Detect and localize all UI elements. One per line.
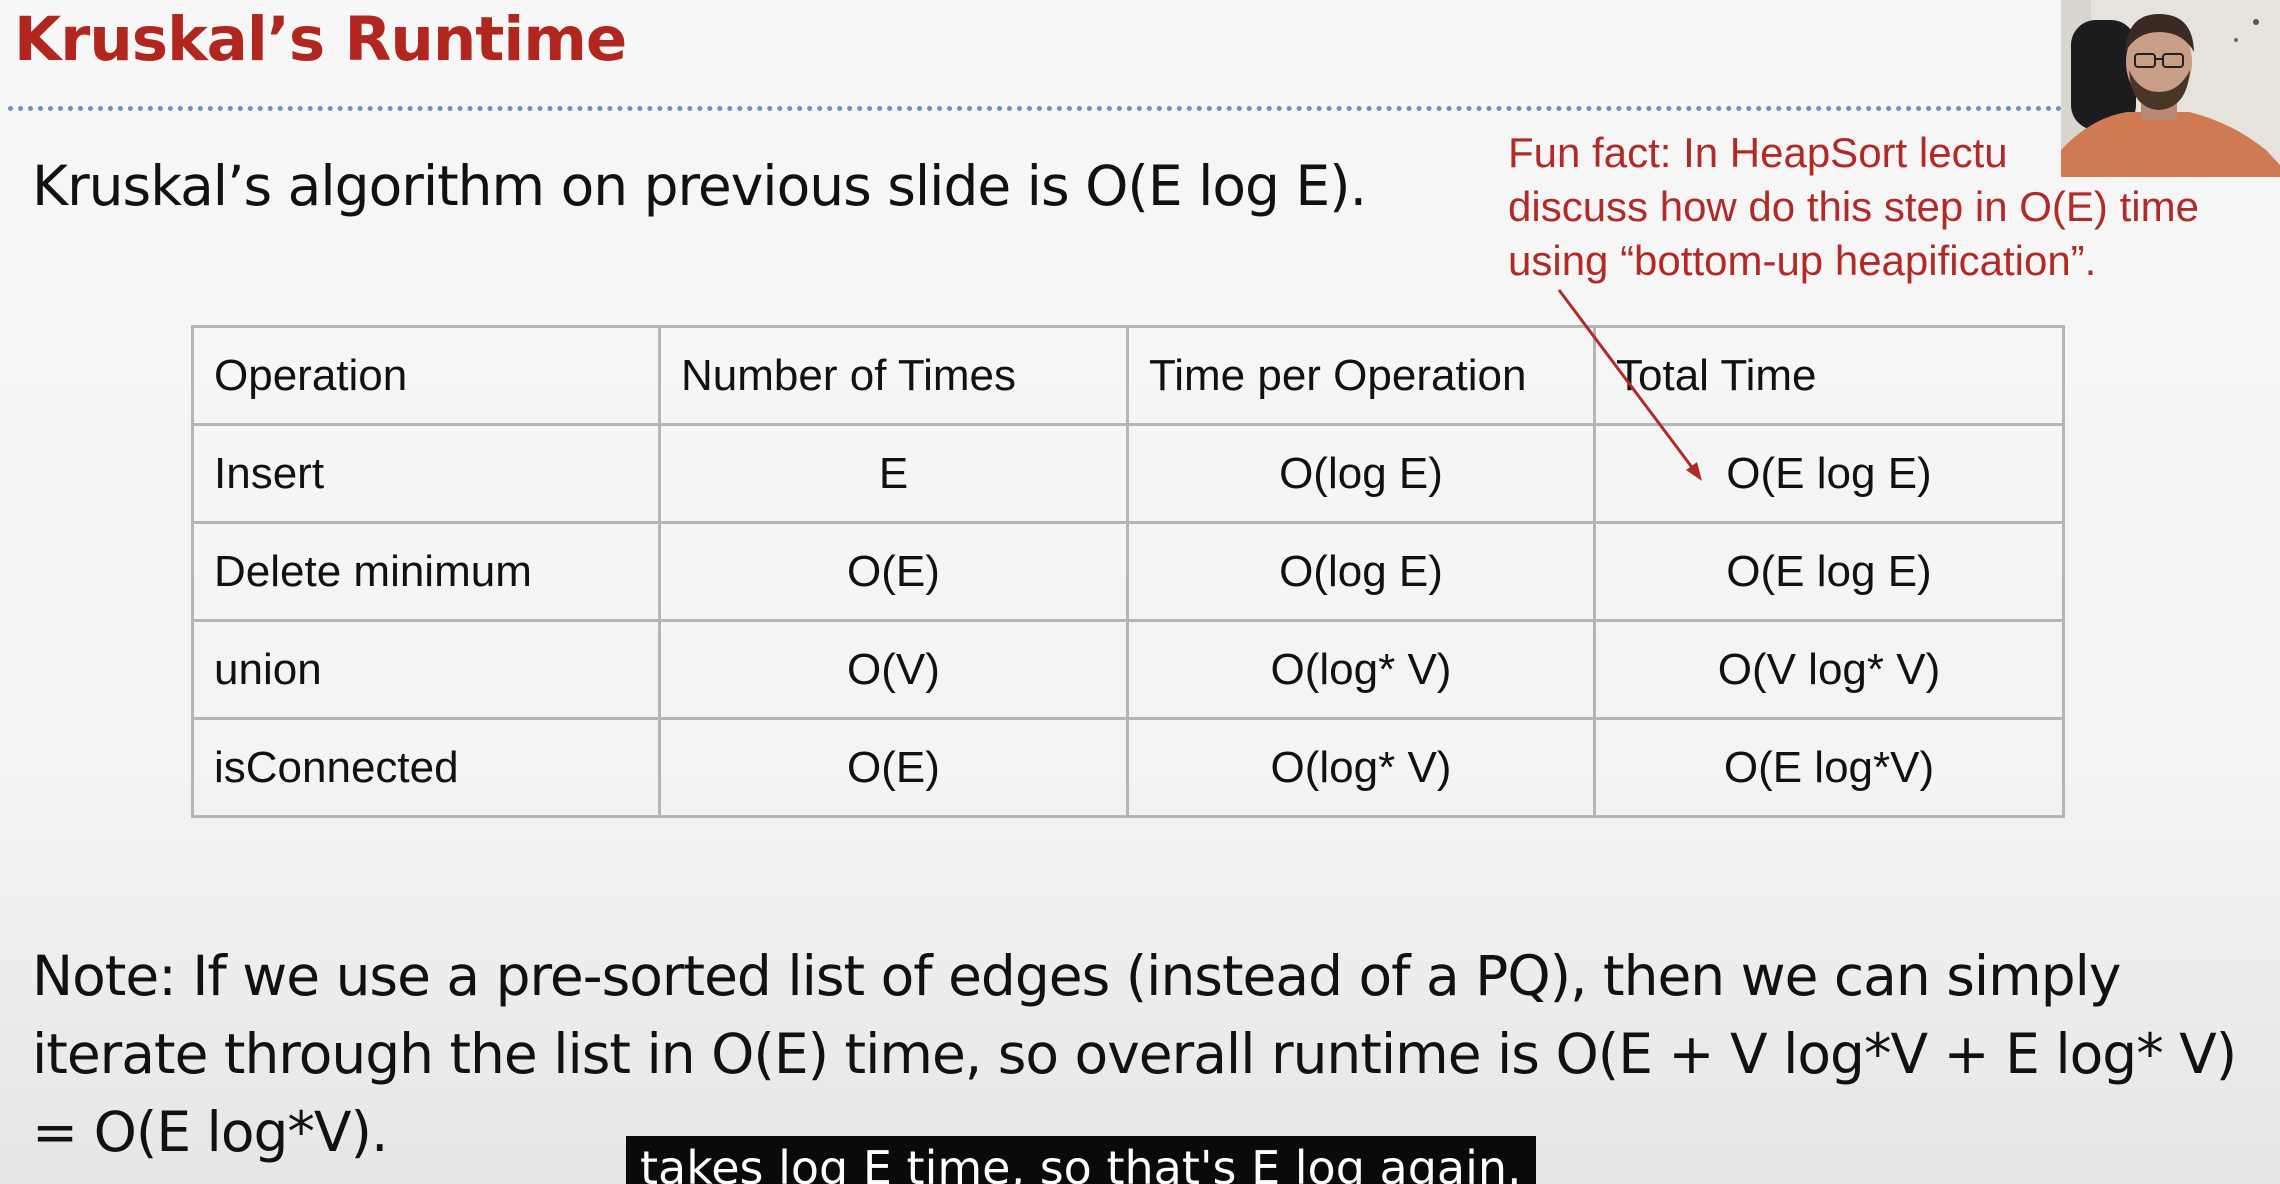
cell-time-per-operation: O(log E) (1126, 521, 1596, 622)
presenter-avatar (2061, 0, 2280, 177)
table-row: union O(V) O(log* V) O(V log* V) (191, 619, 2065, 720)
annotation-line: Fun fact: In HeapSort lectu (1508, 129, 2008, 176)
title-divider (8, 106, 2063, 111)
webcam-overlay (2061, 0, 2280, 177)
table-row: Insert E O(log E) O(E log E) (191, 423, 2065, 524)
table-row: isConnected O(E) O(log* V) O(E log*V) (191, 717, 2065, 818)
video-caption: takes log E time, so that's E log again. (626, 1136, 1536, 1184)
cell-time-per-operation: O(log E) (1126, 423, 1596, 524)
cell-number-of-times: E (658, 423, 1129, 524)
fun-fact-annotation: Fun fact: In HeapSort lectu discuss how … (1508, 126, 2280, 288)
note-paragraph: Note: If we use a pre-sorted list of edg… (32, 937, 2262, 1171)
table-header-row: Operation Number of Times Time per Opera… (191, 325, 2065, 426)
header-number-of-times: Number of Times (658, 325, 1129, 426)
slide-title: Kruskal’s Runtime (14, 4, 627, 75)
cell-time-per-operation: O(log* V) (1126, 717, 1596, 818)
cell-number-of-times: O(V) (658, 619, 1129, 720)
table-row: Delete minimum O(E) O(log E) O(E log E) (191, 521, 2065, 622)
cell-operation: Insert (191, 423, 661, 524)
cell-total-time: O(V log* V) (1593, 619, 2065, 720)
header-time-per-operation: Time per Operation (1126, 325, 1596, 426)
header-total-time: Total Time (1593, 325, 2065, 426)
cell-time-per-operation: O(log* V) (1126, 619, 1596, 720)
cell-number-of-times: O(E) (658, 717, 1129, 818)
cell-total-time: O(E log E) (1593, 423, 2065, 524)
cell-total-time: O(E log E) (1593, 521, 2065, 622)
annotation-line: using “bottom-up heapification”. (1508, 237, 2097, 284)
note-line: Note: If we use a pre-sorted list of edg… (32, 944, 2121, 1008)
cell-number-of-times: O(E) (658, 521, 1129, 622)
header-operation: Operation (191, 325, 661, 426)
cell-operation: Delete minimum (191, 521, 661, 622)
intro-statement: Kruskal’s algorithm on previous slide is… (32, 154, 1367, 218)
runtime-table: Operation Number of Times Time per Opera… (191, 325, 2065, 818)
annotation-line: discuss how do this step in O(E) time (1508, 183, 2199, 230)
cell-operation: isConnected (191, 717, 661, 818)
note-line: iterate through the list in O(E) time, s… (32, 1022, 2237, 1086)
cell-operation: union (191, 619, 661, 720)
cell-total-time: O(E log*V) (1593, 717, 2065, 818)
note-line: = O(E log*V). (32, 1100, 388, 1164)
